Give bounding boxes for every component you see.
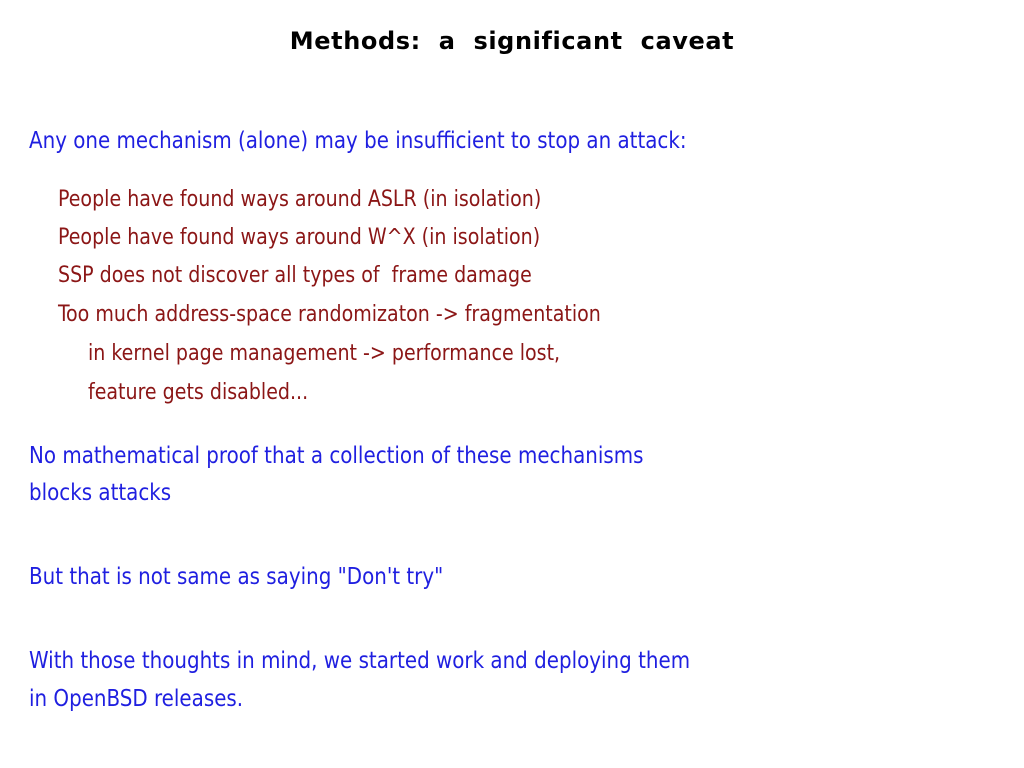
example-line-3: SSP does not discover all types of frame… [58,262,532,288]
but-try-line-1: But that is not same as saying "Don't tr… [29,562,444,590]
closing-line-1: With those thoughts in mind, we started … [29,646,691,674]
example-line-1: People have found ways around ASLR (in i… [58,186,542,212]
example-line-4: Too much address-space randomizaton -> f… [58,301,601,327]
example-continuation-line-2: feature gets disabled... [88,379,309,405]
slide-title: Methods: a significant caveat [289,27,735,55]
closing-line-2: in OpenBSD releases. [29,684,244,712]
intro-line-1: Any one mechanism (alone) may be insuffi… [29,126,687,154]
example-continuation-line-1: in kernel page management -> performance… [88,340,561,366]
example-line-2: People have found ways around W^X (in is… [58,224,541,250]
no-proof-line-2: blocks attacks [29,478,172,506]
no-proof-line-1: No mathematical proof that a collection … [29,441,644,469]
